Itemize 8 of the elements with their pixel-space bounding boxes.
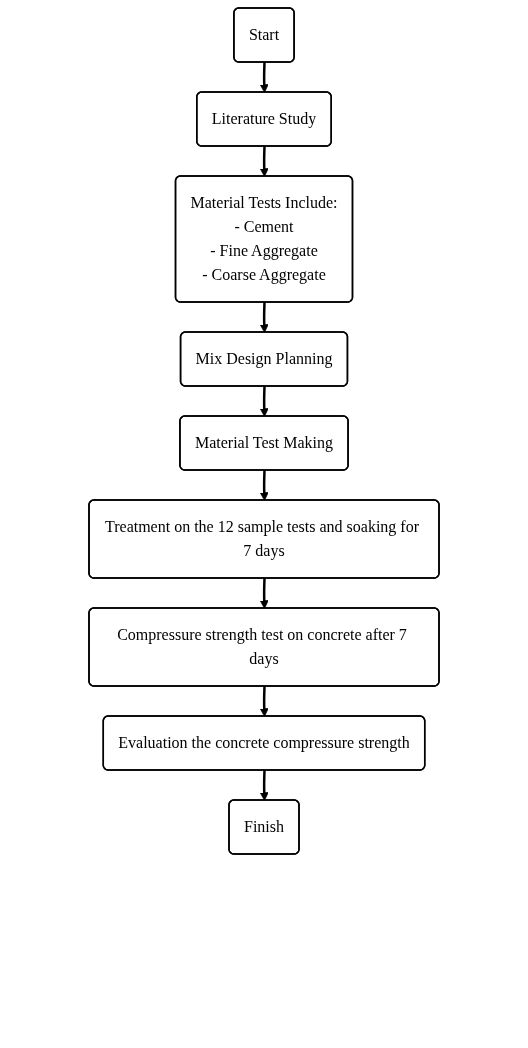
arrow xyxy=(259,686,269,717)
arrow xyxy=(259,62,269,93)
arrow xyxy=(259,578,269,609)
arrow xyxy=(259,470,269,501)
arrow xyxy=(259,386,269,417)
arrow xyxy=(259,770,269,801)
arrow xyxy=(259,302,269,333)
arrow xyxy=(259,146,269,177)
